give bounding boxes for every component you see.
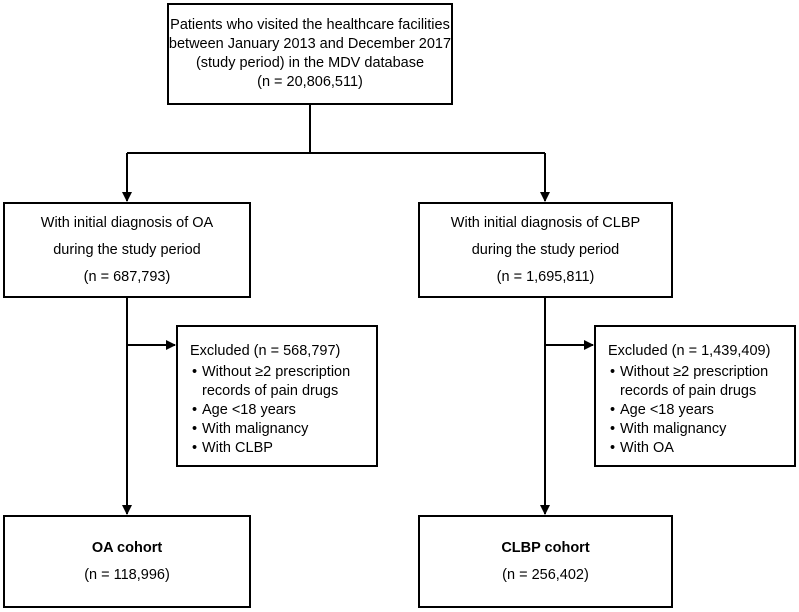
clbp-excluded-item-continuation: records of pain drugs (620, 383, 757, 399)
clbp-initial-count: (n = 1,695,811) (496, 268, 595, 285)
clbp-excluded-item: With malignancy (608, 420, 794, 439)
oa-initial-diagnosis-box: With initial diagnosis of OA during the … (3, 202, 251, 298)
oa-excluded-item: Without ≥2 prescription (190, 363, 376, 382)
clbp-excluded-title: Excluded (n = 1,439,409) (608, 343, 771, 359)
oa-initial-count: (n = 687,793) (83, 268, 171, 285)
clbp-cohort-title: CLBP cohort (501, 539, 590, 556)
clbp-excluded-item: Age <18 years (608, 401, 794, 420)
oa-excluded-list: Without ≥2 prescription records of pain … (190, 363, 376, 458)
source-population-count: (n = 20,806,511) (257, 74, 363, 90)
oa-cohort-title: OA cohort (91, 539, 163, 556)
oa-initial-line-2: during the study period (53, 241, 201, 258)
clbp-excluded-item: With OA (608, 439, 794, 458)
clbp-initial-line-1: With initial diagnosis of CLBP (450, 214, 641, 231)
source-population-box: Patients who visited the healthcare faci… (167, 3, 453, 105)
clbp-initial-diagnosis-box: With initial diagnosis of CLBP during th… (418, 202, 673, 298)
clbp-cohort-count: (n = 256,402) (502, 566, 589, 583)
clbp-cohort-box: CLBP cohort (n = 256,402) (418, 515, 673, 608)
clbp-excluded-box: Excluded (n = 1,439,409) Without ≥2 pres… (594, 325, 796, 467)
oa-excluded-item: With CLBP (190, 439, 376, 458)
oa-cohort-box: OA cohort (n = 118,996) (3, 515, 251, 608)
oa-excluded-item-continuation: records of pain drugs (202, 383, 339, 399)
oa-excluded-box: Excluded (n = 568,797) Without ≥2 prescr… (176, 325, 378, 467)
clbp-excluded-list: Without ≥2 prescription records of pain … (608, 363, 794, 458)
oa-excluded-item: Age <18 years (190, 401, 376, 420)
oa-excluded-item: With malignancy (190, 420, 376, 439)
clbp-initial-line-2: during the study period (471, 241, 620, 258)
oa-cohort-count: (n = 118,996) (84, 566, 170, 583)
source-population-line-2: between January 2013 and December 2017 (168, 36, 452, 52)
source-population-line-3: (study period) in the MDV database (195, 55, 425, 71)
clbp-excluded-item: Without ≥2 prescription (608, 363, 794, 382)
oa-initial-line-1: With initial diagnosis of OA (40, 214, 214, 231)
oa-excluded-title: Excluded (n = 568,797) (190, 343, 341, 359)
source-population-line-1: Patients who visited the healthcare faci… (170, 17, 450, 33)
